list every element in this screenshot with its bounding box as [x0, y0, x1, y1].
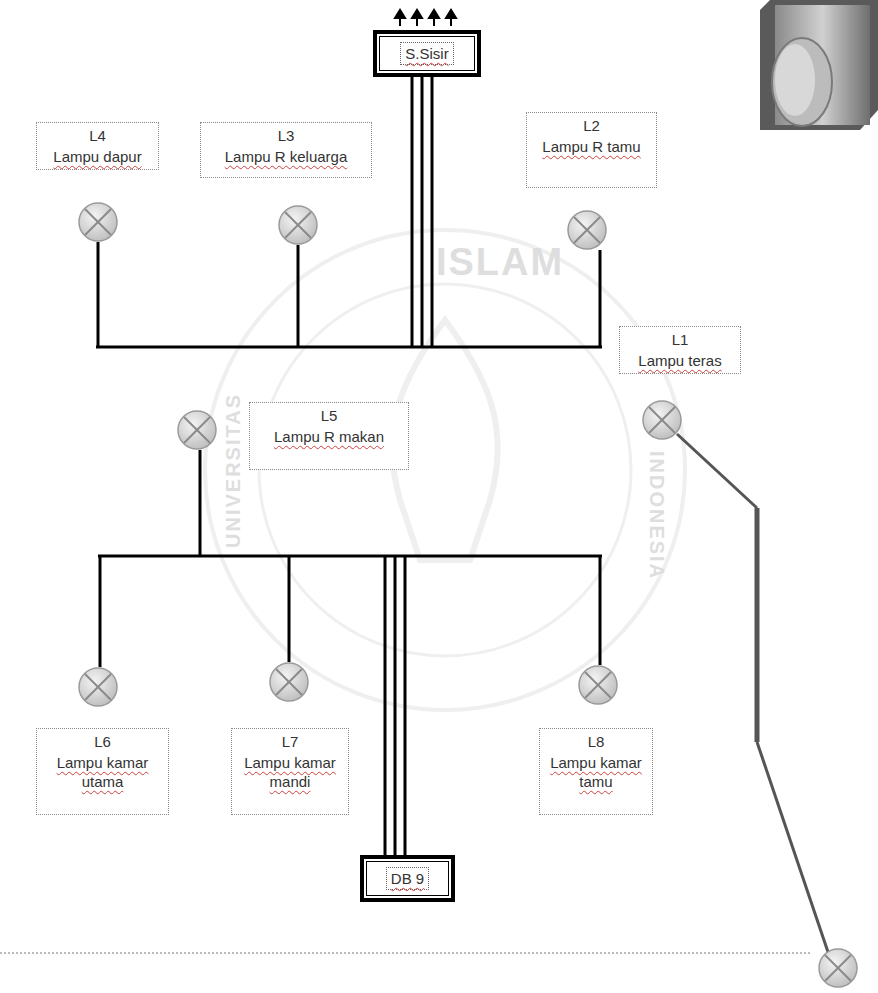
lamp-code: L6 — [43, 732, 162, 751]
lamp-label: L3Lampu R keluarga — [200, 122, 372, 178]
cylinder-icon — [760, 0, 878, 130]
panel-name: S.Sisir — [400, 42, 453, 65]
lamp-label: L4Lampu dapur — [36, 122, 159, 170]
watermark-logo — [205, 230, 685, 710]
lower-wiring — [98, 450, 602, 856]
lamp-code: L7 — [238, 732, 342, 751]
lamp-code: L1 — [626, 330, 734, 349]
lamp-label: L8Lampu kamar tamu — [539, 728, 653, 815]
lamp-code: L5 — [256, 406, 402, 425]
lamp-name: Lampu R makan — [256, 427, 402, 446]
lamp-label: L2Lampu R tamu — [526, 112, 657, 188]
distribution-board: DB 9 — [360, 855, 455, 902]
lamp-name: Lampu dapur — [43, 147, 152, 166]
lamp-code: L2 — [533, 116, 650, 135]
lamp-symbols — [79, 203, 857, 987]
lamp-name: Lampu kamar mandi — [238, 753, 342, 791]
distribution-panel: S.Sisir — [373, 30, 481, 77]
lamp-label: L6Lampu kamar utama — [36, 728, 169, 815]
watermark-text: UNIVERSITAS — [221, 393, 244, 548]
lamp-label: L5Lampu R makan — [249, 402, 409, 470]
boundary-line — [0, 953, 812, 954]
lamp-label: L1Lampu teras — [619, 326, 741, 374]
panel-name: DB 9 — [386, 867, 429, 890]
lamp-name: Lampu kamar tamu — [546, 753, 646, 791]
lamp-code: L8 — [546, 732, 646, 751]
lamp-name: Lampu R tamu — [533, 137, 650, 156]
lamp-code: L4 — [43, 126, 152, 145]
lamp-name: Lampu teras — [626, 351, 734, 370]
lamp-name: Lampu kamar utama — [43, 753, 162, 791]
supply-arrows — [395, 10, 456, 26]
porch-cable — [677, 434, 828, 952]
lamp-code: L3 — [207, 126, 365, 145]
watermark-text: ISLAM — [436, 241, 564, 284]
lamp-label: L7Lampu kamar mandi — [231, 728, 349, 815]
lamp-name: Lampu R keluarga — [207, 147, 365, 166]
watermark-text: INDONESIA — [646, 450, 669, 579]
